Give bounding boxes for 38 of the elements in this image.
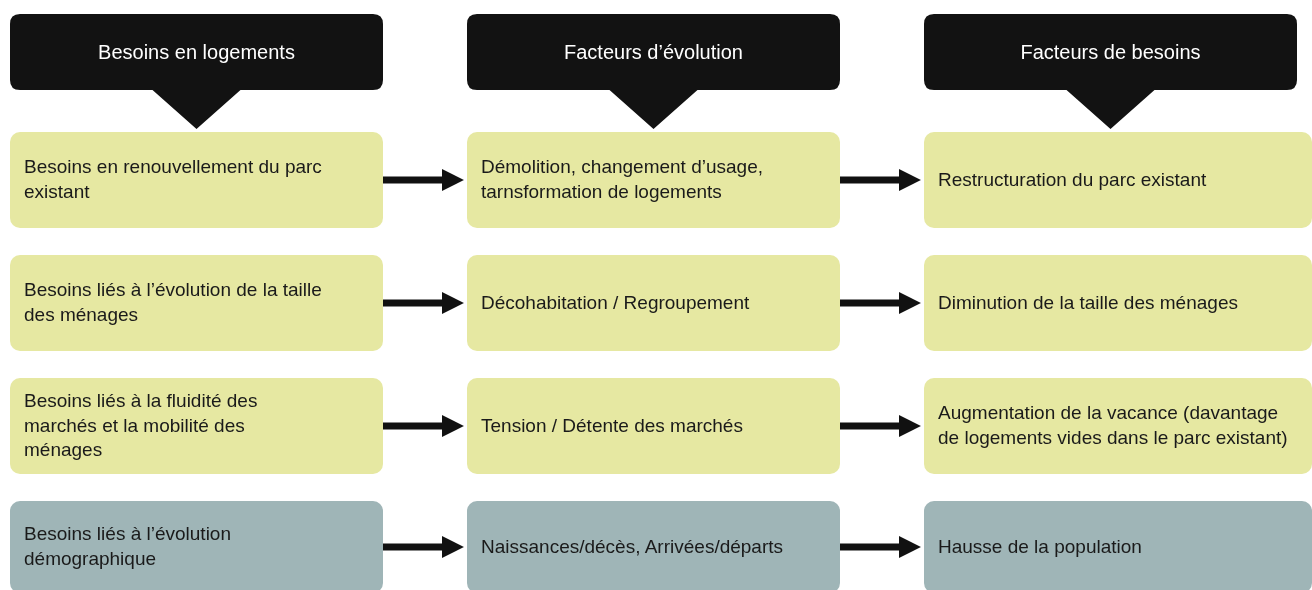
box-text: Besoins liés à l’évolution de la taille des ménages xyxy=(24,278,323,327)
box-text: Besoins en renouvellement du parc existant xyxy=(24,155,323,204)
text-box xyxy=(467,132,840,228)
arrow xyxy=(383,414,464,438)
header-box xyxy=(467,14,840,130)
text-box xyxy=(467,501,840,590)
box-text: Décohabitation / Regroupement xyxy=(481,290,750,315)
box-text: Hausse de la population xyxy=(938,534,1142,559)
header-box xyxy=(924,14,1297,130)
text-box xyxy=(924,378,1312,474)
header-box xyxy=(10,14,383,130)
arrow xyxy=(840,168,921,192)
text-box xyxy=(467,378,840,474)
box-text: Besoins liés à la fluidité des marchés et la mobilité des ménages xyxy=(24,388,259,463)
text-box xyxy=(924,501,1312,590)
text-box xyxy=(924,132,1312,228)
box-text: Démolition, changement d’usage, tarnsformation de logements xyxy=(481,155,764,204)
box-text: Tension / Détente des marchés xyxy=(481,413,743,438)
arrow xyxy=(383,291,464,315)
arrow xyxy=(840,414,921,438)
arrow xyxy=(383,168,464,192)
box-text: Besoins liés à l’évolution démographique xyxy=(24,522,232,571)
text-box xyxy=(10,132,383,228)
text-box xyxy=(10,378,383,474)
header-label: Besoins en logements xyxy=(97,39,296,65)
arrow xyxy=(383,535,464,559)
box-text: Augmentation de la vacance (davantage de logements vides dans le parc existant) xyxy=(938,401,1289,450)
text-box xyxy=(10,501,383,590)
header-label: Facteurs de besoins xyxy=(1019,39,1202,65)
box-text: Restructuration du parc existant xyxy=(938,167,1207,192)
box-text: Naissances/décès, Arrivées/départs xyxy=(481,534,784,559)
header-label: Facteurs d’évolution xyxy=(563,39,744,65)
text-box xyxy=(467,255,840,351)
box-text: Diminution de la taille des ménages xyxy=(938,290,1238,315)
arrow xyxy=(840,535,921,559)
text-box xyxy=(924,255,1312,351)
arrow xyxy=(840,291,921,315)
text-box xyxy=(10,255,383,351)
